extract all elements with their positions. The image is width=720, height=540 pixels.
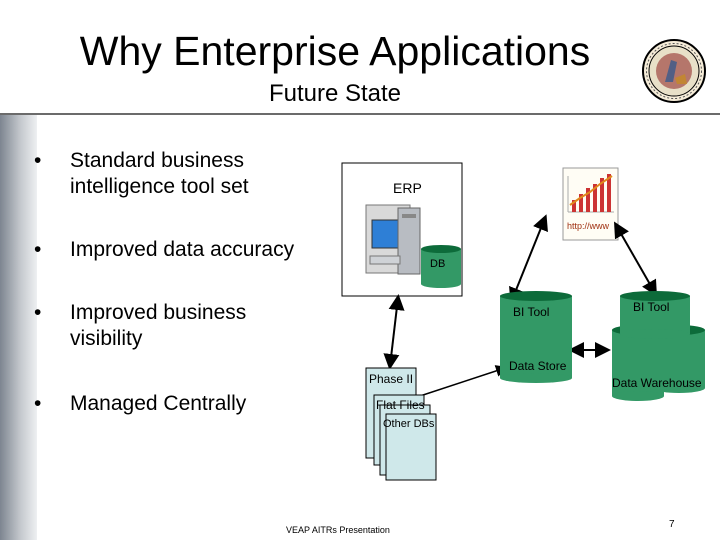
arrow-web-to-bi2 xyxy=(616,225,655,293)
db-label: DB xyxy=(430,258,445,270)
footer-text: VEAP AITRs Presentation xyxy=(286,525,390,535)
data-warehouse-label: Data Warehouse xyxy=(612,376,702,390)
arrow-web-to-bi xyxy=(512,218,545,300)
erp-label: ERP xyxy=(393,180,422,196)
computer-icon xyxy=(366,205,420,274)
flat-files-label: Flat Files xyxy=(376,398,425,412)
bi-tool-label-1: BI Tool xyxy=(513,305,549,319)
web-chart-caption: http://www xyxy=(567,221,609,231)
arrow-erp-to-phase xyxy=(390,298,398,366)
page-number: 7 xyxy=(669,519,675,530)
bi-tool-label-2: BI Tool xyxy=(633,300,669,314)
data-store-label: Data Store xyxy=(509,359,566,373)
arrow-phase-to-datastore xyxy=(420,368,505,396)
other-dbs-label: Other DBs xyxy=(383,418,434,430)
phase-label: Phase II xyxy=(369,372,413,386)
